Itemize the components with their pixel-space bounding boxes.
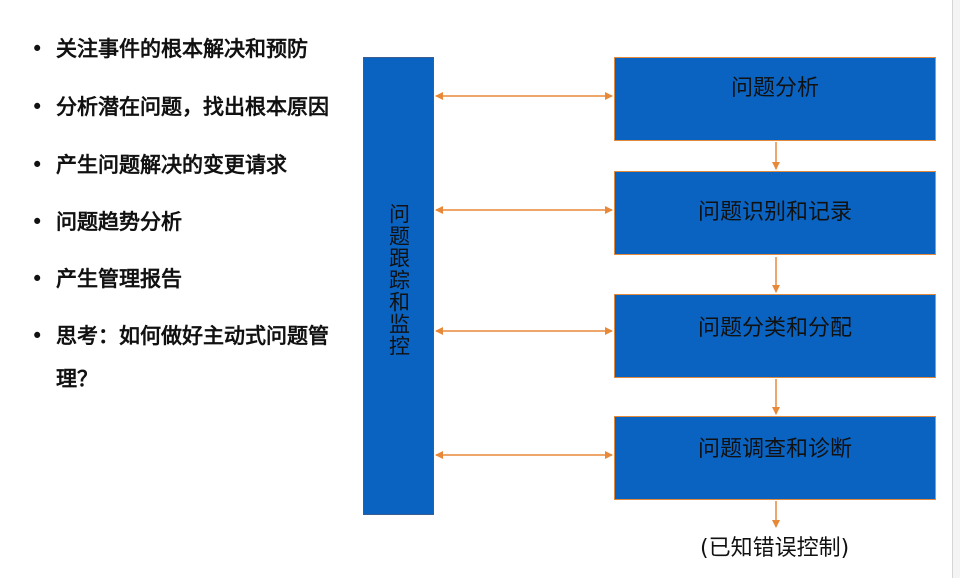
bullet-marker: • xyxy=(31,267,44,291)
bullet-marker: • xyxy=(31,210,44,234)
bullet-text: 关注事件的根本解决和预防 xyxy=(56,37,308,61)
tracking-monitoring-label: 问题跟踪和监控 xyxy=(386,203,411,357)
step-label: 问题识别和记录 xyxy=(697,200,852,225)
bullet-text: 产生问题解决的变更请求 xyxy=(56,153,287,177)
step-problem-analysis: 问题分析 xyxy=(614,57,936,141)
known-error-control-label: (已知错误控制) xyxy=(700,536,850,561)
bullet-text: 产生管理报告 xyxy=(56,267,182,291)
step-problem-identification: 问题识别和记录 xyxy=(614,171,936,255)
step-label: 问题调查和诊断 xyxy=(697,437,852,462)
bullet-text: 问题趋势分析 xyxy=(56,210,182,234)
bullet-item: • 问题趋势分析 xyxy=(28,201,340,244)
bullet-text: 思考：如何做好主动式问题管理？ xyxy=(56,324,329,391)
bullet-item: • 思考：如何做好主动式问题管理？ xyxy=(28,315,340,401)
bullet-marker: • xyxy=(31,324,44,348)
step-problem-investigation: 问题调查和诊断 xyxy=(614,416,936,500)
step-problem-classification: 问题分类和分配 xyxy=(614,294,936,378)
bullet-item: • 分析潜在问题，找出根本原因 xyxy=(28,86,340,129)
bullet-marker: • xyxy=(31,37,44,61)
bullet-text: 分析潜在问题，找出根本原因 xyxy=(56,95,329,119)
bullet-item: • 关注事件的根本解决和预防 xyxy=(28,28,340,71)
bullet-marker: • xyxy=(31,153,44,177)
slide-edge xyxy=(952,0,960,578)
bullet-list: • 关注事件的根本解决和预防 • 分析潜在问题，找出根本原因 • 产生问题解决的… xyxy=(28,28,340,416)
step-label: 问题分析 xyxy=(730,76,819,101)
bullet-item: • 产生问题解决的变更请求 xyxy=(28,144,340,187)
bullet-marker: • xyxy=(31,95,44,119)
tracking-monitoring-box: 问题跟踪和监控 xyxy=(363,57,434,515)
step-label: 问题分类和分配 xyxy=(697,316,852,341)
bullet-item: • 产生管理报告 xyxy=(28,258,340,301)
